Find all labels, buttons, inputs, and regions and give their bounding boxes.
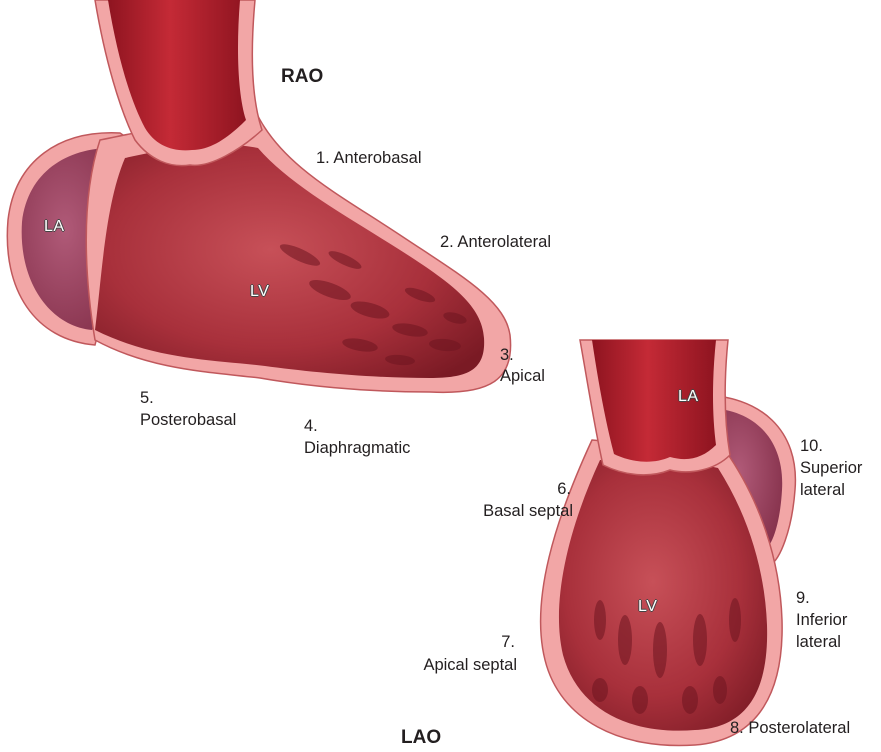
segment-9-label-line2: lateral (796, 632, 841, 653)
segment-3-label: Apical (500, 366, 545, 387)
lao-lv-label: LV (638, 598, 657, 616)
lao-view-label: LAO (401, 727, 441, 749)
lao-la-label: LA (678, 388, 699, 406)
segment-6-number: 6. (557, 479, 571, 500)
segment-7-number: 7. (501, 632, 515, 653)
segment-9-number: 9. (796, 588, 810, 609)
rao-heart (7, 0, 510, 392)
rao-la-label: LA (44, 218, 65, 236)
segment-5-label: Posterobasal (140, 410, 236, 431)
segment-4-label: Diaphragmatic (304, 438, 410, 459)
segment-1-label: 1. Anterobasal (316, 148, 422, 169)
segment-10-number: 10. (800, 436, 823, 457)
segment-3-number: 3. (500, 345, 514, 366)
segment-10-label-line2: lateral (800, 480, 845, 501)
segment-2-label: 2. Anterolateral (440, 232, 551, 253)
rao-view-label: RAO (281, 66, 323, 88)
lao-heart (541, 340, 796, 746)
segment-8-label: 8. Posterolateral (730, 718, 850, 739)
segment-4-number: 4. (304, 416, 318, 437)
segment-7-label: Apical septal (423, 655, 517, 676)
segment-9-label-line1: Inferior (796, 610, 847, 631)
segment-6-label: Basal septal (483, 501, 573, 522)
segment-5-number: 5. (140, 388, 154, 409)
segment-10-label-line1: Superior (800, 458, 862, 479)
lao-ventricle-cavity (559, 460, 767, 731)
rao-lv-label: LV (250, 283, 269, 301)
